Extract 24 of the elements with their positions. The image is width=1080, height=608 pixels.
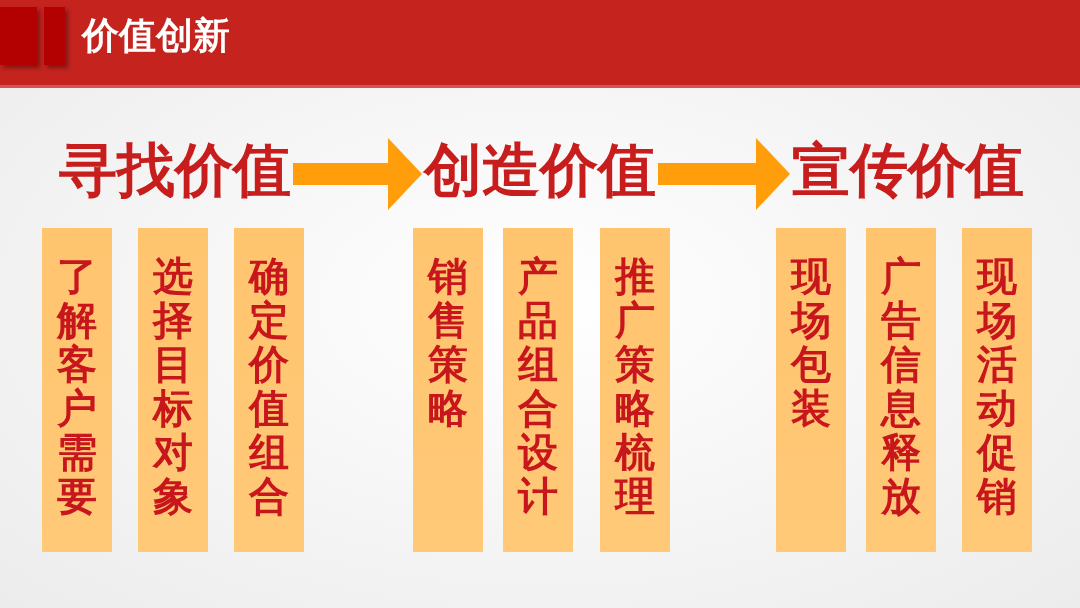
task-column bbox=[962, 228, 1032, 552]
arrow bbox=[658, 138, 790, 210]
stage-heading: 创造价值 bbox=[422, 136, 658, 204]
column-text: 产品组合设计 bbox=[518, 254, 558, 518]
column-text: 推广策略梳理 bbox=[615, 254, 655, 518]
task-column bbox=[138, 228, 208, 552]
column-text: 了解客户需要 bbox=[57, 254, 97, 518]
arrow bbox=[293, 138, 422, 210]
column-text: 现场活动促销 bbox=[977, 254, 1017, 518]
stage-heading: 宣传价值 bbox=[790, 136, 1026, 204]
column-text: 现场包装 bbox=[791, 254, 831, 430]
column-text: 选择目标对象 bbox=[153, 254, 193, 518]
column-text: 确定价值组合 bbox=[249, 254, 289, 518]
stage-heading: 寻找价值 bbox=[57, 136, 293, 204]
task-column bbox=[413, 228, 483, 552]
task-column bbox=[776, 228, 846, 552]
task-column bbox=[503, 228, 573, 552]
column-text: 广告信息释放 bbox=[881, 254, 921, 518]
column-text: 销售策略 bbox=[428, 254, 468, 430]
page-title: 价值创新 bbox=[82, 14, 230, 58]
task-column bbox=[42, 228, 112, 552]
task-column bbox=[234, 228, 304, 552]
task-column bbox=[866, 228, 936, 552]
task-column bbox=[600, 228, 670, 552]
